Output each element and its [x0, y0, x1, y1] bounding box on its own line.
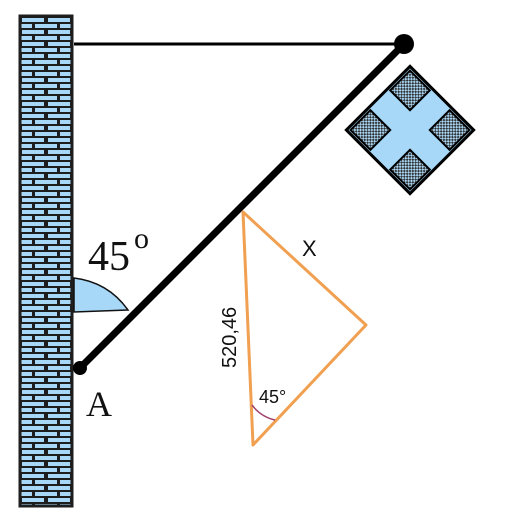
brick-wall-icon — [18, 14, 74, 508]
wall-angle-sector — [73, 277, 130, 313]
pivot-label: A — [86, 384, 112, 424]
force-triangle — [241, 210, 368, 447]
triangle-side-left-label: 520,46 — [219, 307, 241, 368]
triangle-angle-arc — [251, 404, 276, 421]
wall-angle-degree-mark: o — [134, 222, 149, 255]
wall-angle-label: 45 — [88, 234, 130, 280]
triangle-angle-label: 45° — [259, 387, 286, 407]
top-joint — [394, 34, 414, 54]
pivot-joint — [73, 361, 87, 375]
cross-sign-icon — [344, 64, 476, 196]
diagonal-rod — [76, 40, 408, 372]
triangle-side-hyp-label: X — [302, 236, 317, 261]
